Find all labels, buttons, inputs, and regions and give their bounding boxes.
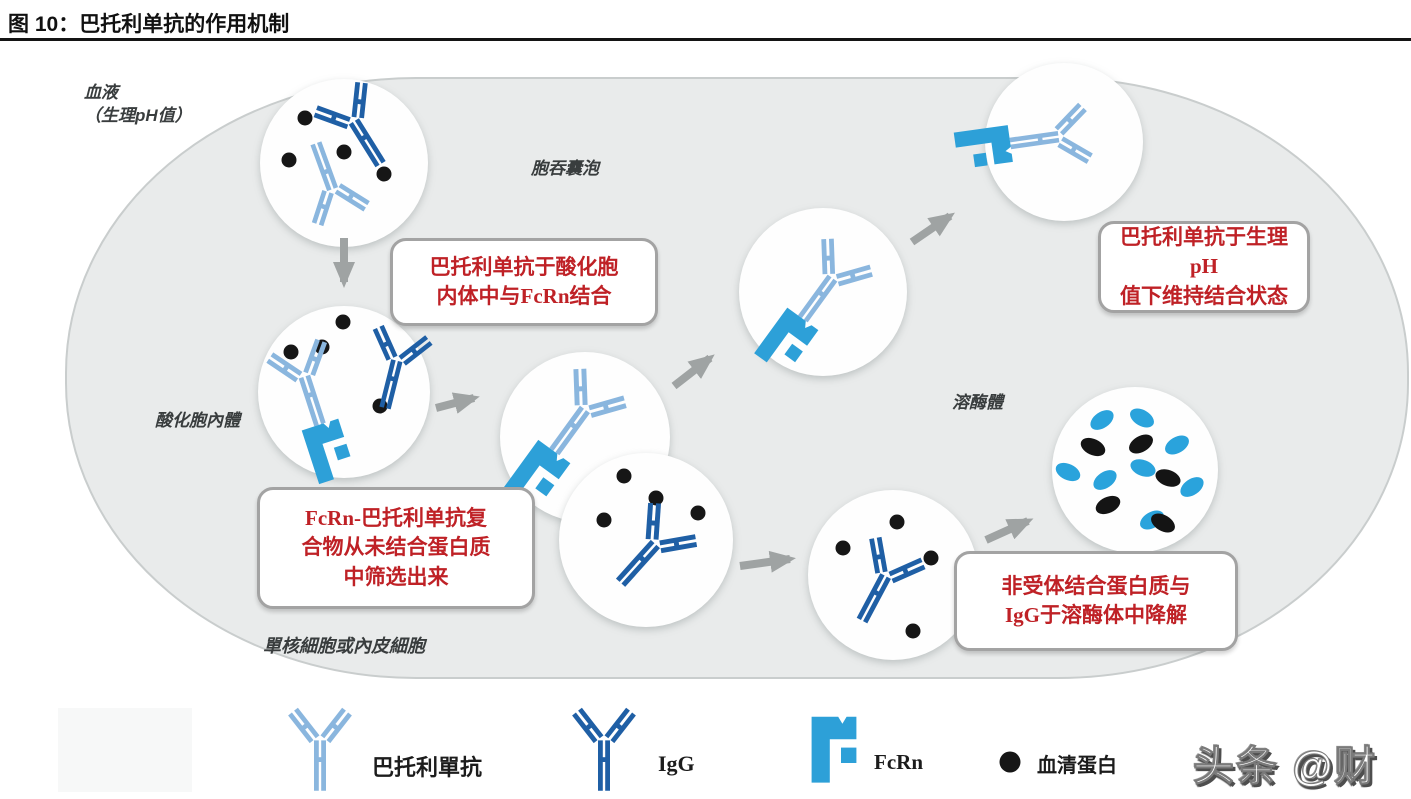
degraded-fragment-black [1080,437,1106,457]
callout-stay-bound: 巴托利单抗于生理pH 值下维持结合状态 [1098,221,1310,313]
degraded-fragment-blue [1130,459,1156,477]
serum-protein-dot [835,540,851,556]
unbound-protein-circle [559,453,733,627]
callout-fcrn-binding: 巴托利单抗于酸化胞 内体中与FcRn结合 [390,238,658,326]
serum-protein-dot [283,344,299,360]
faded-logo-placeholder [58,708,192,792]
arrow-to-sorting [434,392,480,414]
degraded-fragment-blue [1165,435,1189,455]
degraded-fragment-black [1155,469,1181,487]
degraded-fragment-blue [1093,470,1117,490]
degraded-fragment-blue [1130,408,1154,428]
blood-circle-contents [281,79,407,227]
flow-arrows [333,212,1034,573]
lysosome-circle-contents [1055,408,1204,533]
serum-protein-dot [616,468,632,484]
legend-fcrn-icon [811,716,857,783]
degraded-fragment-blue [1090,410,1114,430]
arrow-to-release [909,212,955,246]
label-cell-type: 單核細胞或內皮細胞 [263,636,425,656]
degradation-circle-contents [835,514,939,639]
legend-serum-protein-icon [999,751,1021,773]
serum-protein-dot [297,110,313,126]
degraded-fragment-black [1095,495,1121,515]
title-divider [0,38,1411,41]
watermark: 头条 @财是 [1193,743,1378,790]
acidified-endosome-circle [258,306,430,478]
serum-protein-dot [376,166,392,182]
legend-serum-protein-label: 血清蛋白 [1037,755,1117,777]
endosome-circle-contents [266,314,432,485]
serum-protein-dot [281,152,297,168]
degraded-fragment-black [1129,434,1153,454]
label-acidified-endosome: 酸化胞內體 [155,411,240,430]
callout-degradation: 非受体结合蛋白质与 IgG于溶酶体中降解 [954,551,1238,651]
degraded-fragment-blue [1055,462,1081,482]
legend-igg-icon [574,709,634,791]
degraded-fragment-blue [1180,477,1204,497]
serum-protein-dot [690,505,706,521]
serum-protein-dot [923,550,939,566]
arrow-to-recycling [671,354,715,390]
callout-sorting: FcRn-巴托利单抗复 合物从未结合蛋白质 中筛选出来 [257,487,535,609]
label-blood: 血液 （生理pH值） [84,83,192,125]
unbound-circle-contents [596,468,706,604]
serum-protein-dot [905,623,921,639]
legend-batoclimab-icon [290,709,350,791]
arrow-to-lysosome [984,517,1034,544]
serum-protein-dot [648,490,664,506]
figure-title: 图 10：巴托利单抗的作用机制 [8,13,290,36]
label-lysosome: 溶酶體 [952,393,1003,412]
serum-protein-dot [336,144,352,160]
legend-batoclimab-label: 巴托利單抗 [372,755,483,780]
arrow-to-degradation [739,550,796,573]
legend-igg-label: IgG [658,751,695,776]
degraded-fragment-black [1151,513,1175,533]
legend-fcrn-label: FcRn [874,750,923,774]
serum-protein-dot [889,514,905,530]
serum-protein-dot [596,512,612,528]
serum-protein-dot [335,314,351,330]
label-endocytic-vesicle: 胞吞囊泡 [531,159,599,178]
